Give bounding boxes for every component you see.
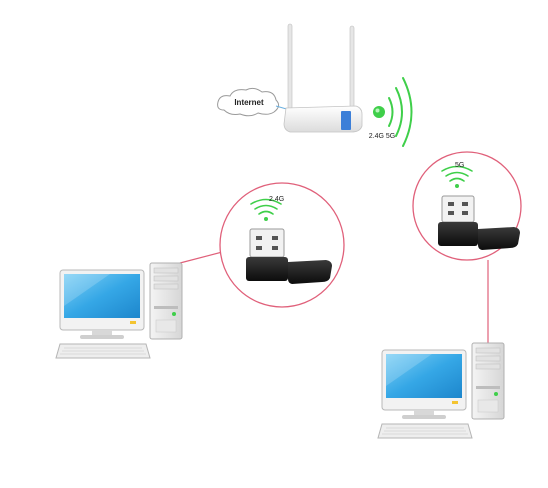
- computer-left: [55, 262, 183, 359]
- pc-tower: [471, 342, 505, 420]
- wifi-icon: [250, 198, 282, 221]
- monitor: [59, 269, 145, 339]
- dongle-body: [246, 257, 288, 281]
- dongle-cap: [478, 227, 520, 250]
- pc-tower: [149, 262, 183, 340]
- keyboard: [55, 343, 151, 359]
- usb-connector: [249, 228, 285, 258]
- dongle-body: [438, 222, 478, 246]
- router-wifi-icon: [388, 77, 413, 147]
- adapter-left-band-label: 2.4G: [269, 196, 284, 203]
- wifi-icon: [441, 165, 473, 188]
- router-led: [373, 106, 385, 118]
- internet-cloud: Internet: [217, 87, 280, 117]
- router-antenna-left: [287, 23, 293, 111]
- router: Internet 2.4G 5G: [217, 23, 413, 147]
- computer-right: [377, 342, 505, 439]
- internet-label: Internet: [234, 98, 264, 107]
- adapter-left: 2.4G: [219, 182, 345, 308]
- adapter-right-band-label: 5G: [455, 162, 464, 169]
- dongle-cap: [288, 260, 332, 284]
- monitor-screen: [64, 274, 140, 318]
- router-side-panel: [341, 111, 351, 130]
- router-antenna-right: [349, 25, 355, 111]
- router-band-label: 2.4G 5G: [369, 133, 395, 140]
- adapter-right: 5G: [412, 151, 522, 261]
- keyboard: [377, 423, 473, 439]
- usb-connector: [441, 195, 475, 223]
- monitor: [381, 349, 467, 419]
- monitor-screen: [386, 354, 462, 398]
